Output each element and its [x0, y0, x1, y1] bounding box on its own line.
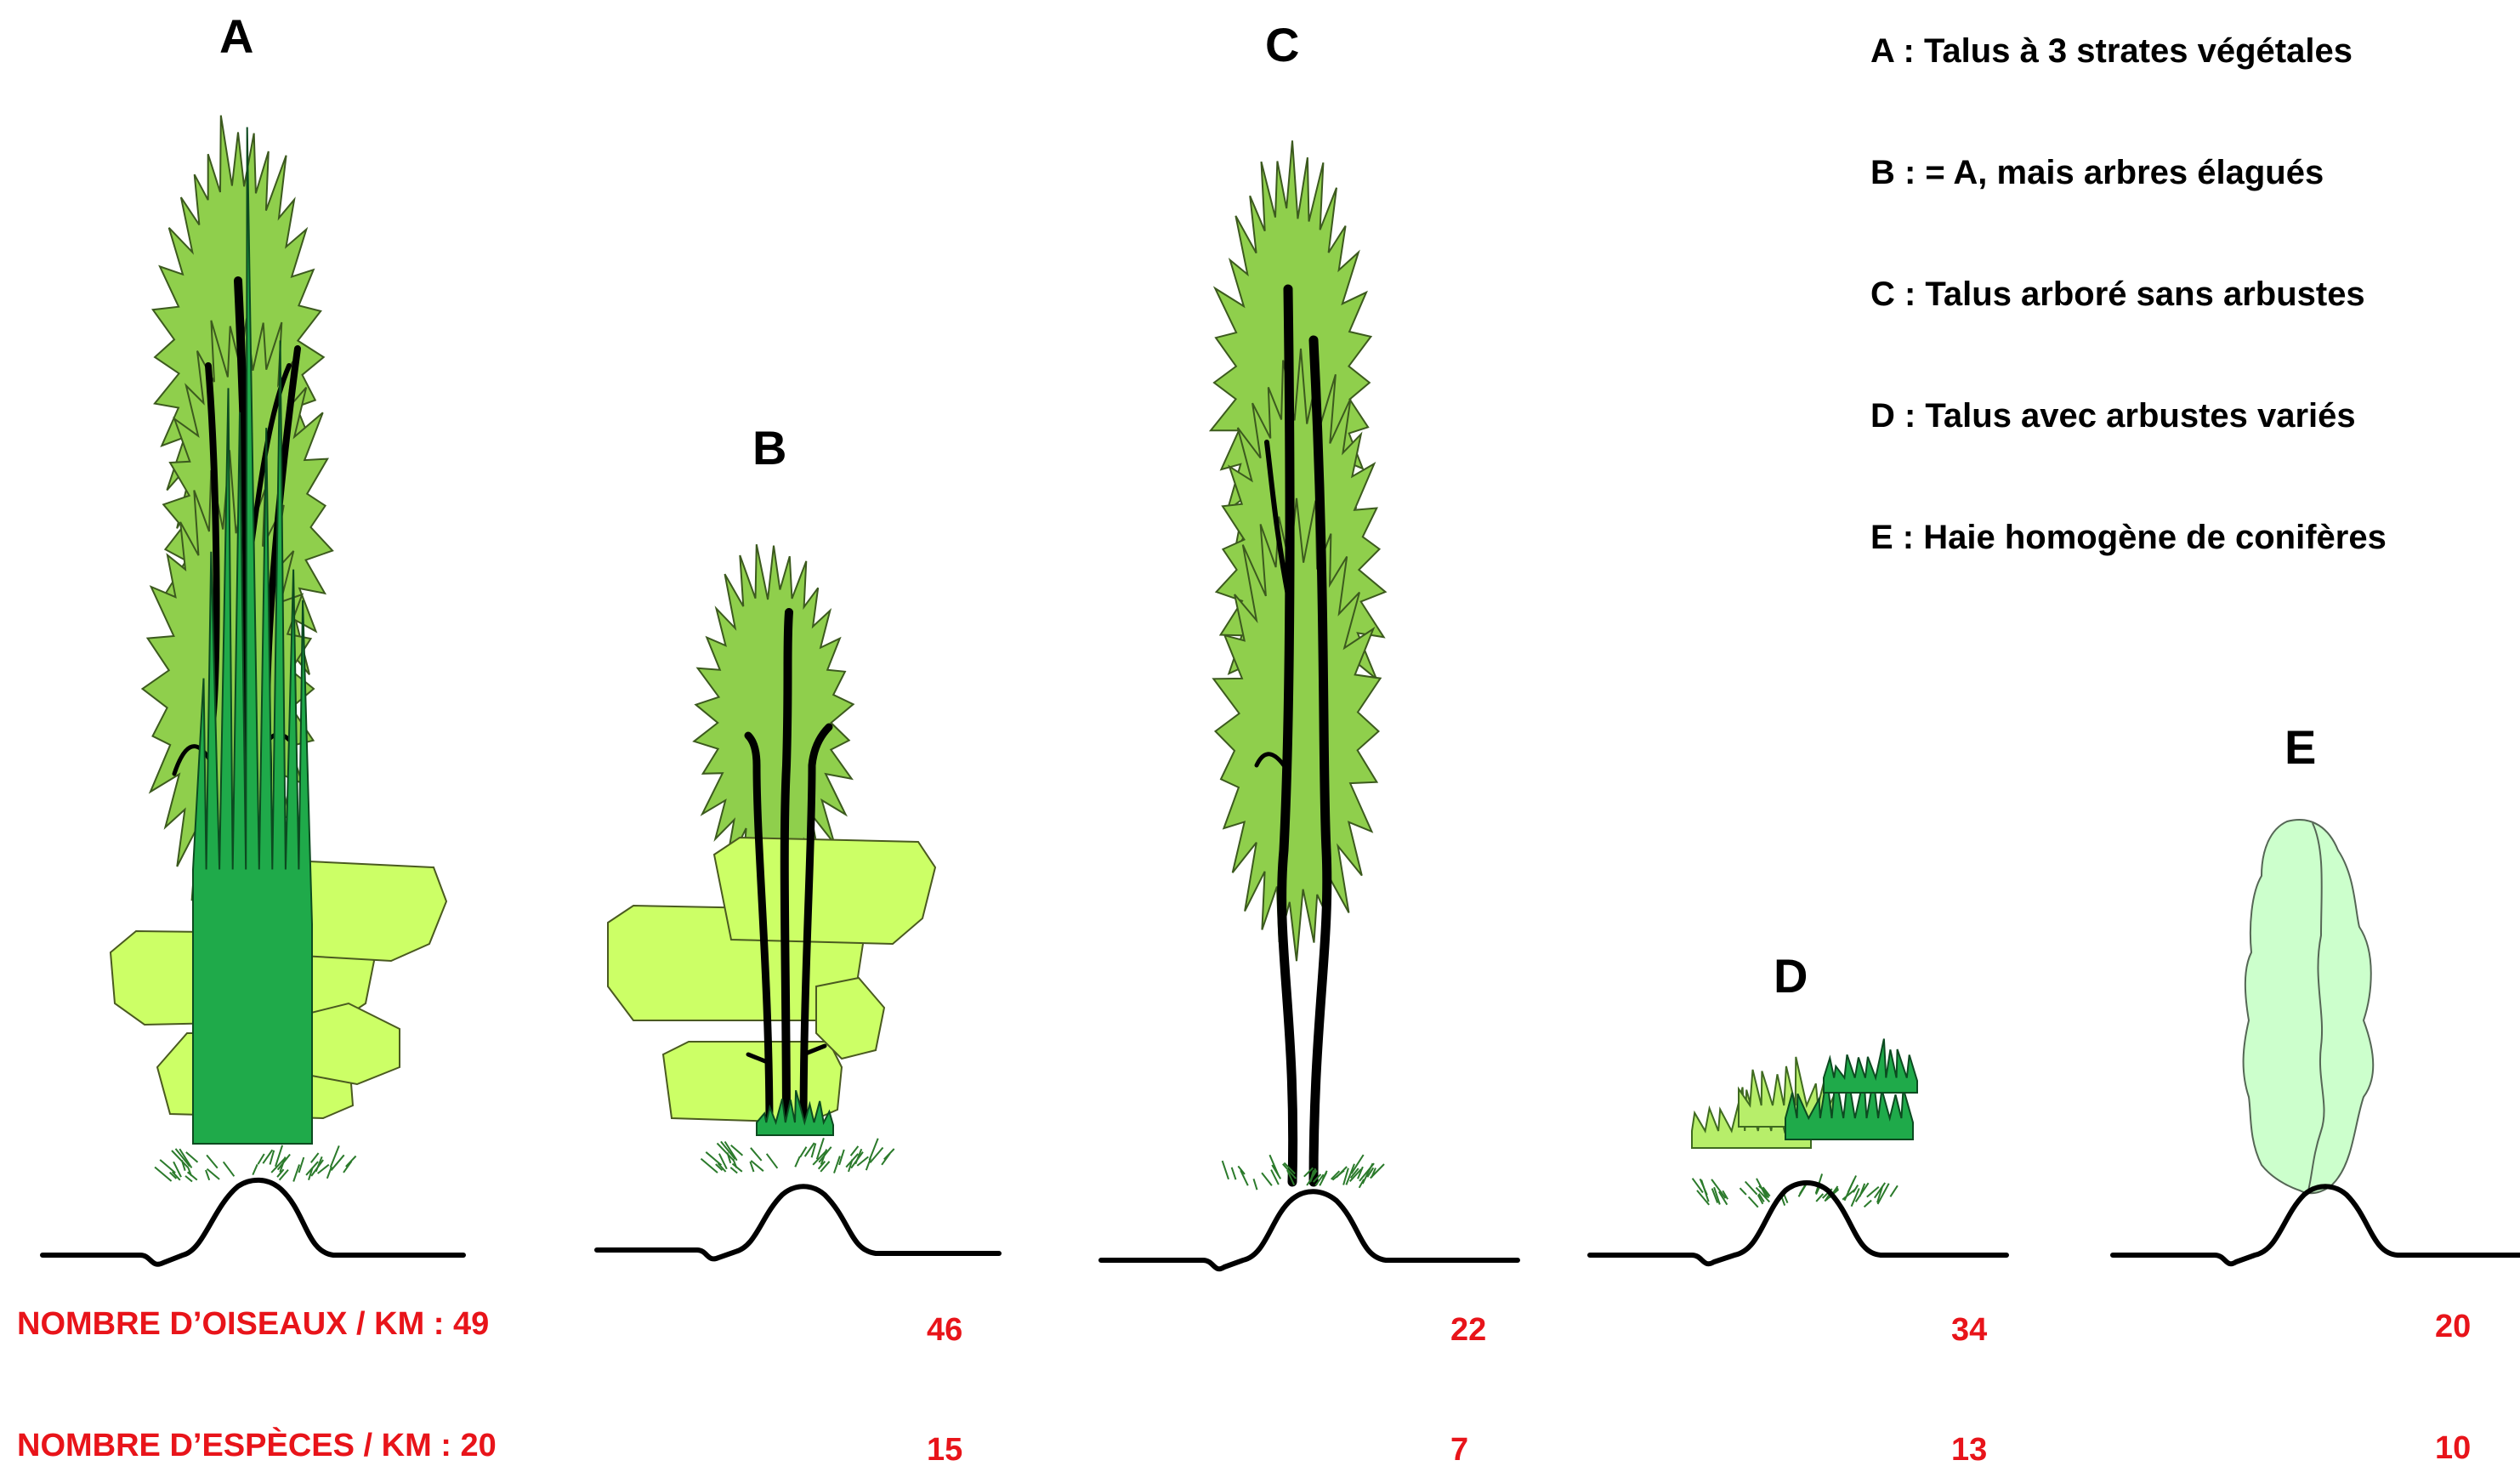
grass-blade	[1890, 1185, 1898, 1196]
stats-birds-row: NOMBRE D’OISEAUX / KM : 49 46 22 34 20	[17, 1306, 2471, 1348]
legend-entry-c: C : Talus arboré sans arbustes	[1870, 276, 2365, 313]
grass-blade	[1269, 1155, 1278, 1175]
birds-row-label: NOMBRE D’OISEAUX / KM : 49	[17, 1306, 489, 1342]
panel-c-grass	[1223, 1155, 1384, 1190]
panel-a: A	[43, 9, 463, 1264]
grass-blade	[1254, 1179, 1257, 1190]
panel-a-ground	[43, 1180, 463, 1264]
grass-blade	[1845, 1179, 1854, 1201]
panel-e-species-value: 10	[2435, 1430, 2471, 1466]
panel-b-species-value: 15	[927, 1432, 962, 1466]
panel-e-ground	[2113, 1186, 2520, 1264]
panel-d: D	[1590, 949, 2006, 1264]
panel-b-birds-value: 46	[927, 1312, 962, 1348]
legend-entry-d: D : Talus avec arbustes variés	[1870, 397, 2356, 435]
grass-blade	[346, 1156, 356, 1167]
grass-blade	[1749, 1197, 1758, 1207]
panel-d-grass	[1693, 1173, 1898, 1207]
grass-blade	[331, 1145, 339, 1167]
legend-entry-b: B : = A, mais arbres élagués	[1870, 154, 2324, 191]
species-row-label: NOMBRE D’ESPÈCES / KM : 20	[17, 1426, 497, 1463]
panel-e: E	[2113, 720, 2520, 1264]
panel-d-species-value: 13	[1951, 1432, 1987, 1466]
grass-blade	[1784, 1195, 1787, 1203]
panel-a-letter: A	[219, 9, 253, 63]
grass-blade	[795, 1156, 799, 1167]
panel-b-letter: B	[752, 421, 786, 474]
grass-blade	[224, 1162, 235, 1176]
panel-d-birds-value: 34	[1951, 1312, 1987, 1348]
grass-blade	[1262, 1173, 1272, 1185]
panel-c: C	[1101, 18, 1518, 1269]
panel-e-conifer	[2244, 820, 2374, 1193]
grass-blade	[206, 1170, 209, 1180]
grass-blade	[1740, 1188, 1746, 1195]
panel-b-trunk	[785, 612, 789, 1131]
panel-e-letter: E	[2284, 720, 2316, 774]
grass-blade	[327, 1167, 332, 1179]
grass-blade	[870, 1139, 878, 1160]
panel-c-birds-value: 22	[1450, 1312, 1486, 1348]
grass-blade	[767, 1154, 778, 1168]
panel-c-species-value: 7	[1450, 1432, 1468, 1466]
grass-blade	[1745, 1182, 1757, 1195]
stats-species-row: NOMBRE D’ESPÈCES / KM : 20 15 7 13 10	[17, 1426, 2471, 1466]
legend-entry-e: E : Haie homogène de conifères	[1870, 519, 2387, 556]
panel-c-ground	[1101, 1191, 1518, 1269]
grass-blade	[1232, 1168, 1236, 1179]
panel-d-ground	[1590, 1183, 2006, 1264]
grass-blade	[155, 1168, 172, 1182]
panel-b-ground	[597, 1186, 999, 1259]
panel-a-grass	[155, 1145, 356, 1182]
legend: A : Talus à 3 strates végétales B : = A,…	[1870, 32, 2387, 556]
grass-blade	[207, 1155, 218, 1168]
grass-blade	[293, 1165, 299, 1182]
legend-entry-a: A : Talus à 3 strates végétales	[1870, 32, 2353, 70]
grass-blade	[1711, 1179, 1725, 1198]
panel-b-bush	[714, 838, 935, 944]
grass-blade	[1816, 1194, 1823, 1202]
grass-blade	[1363, 1163, 1373, 1184]
panel-b: B	[597, 421, 999, 1259]
grass-blade	[884, 1149, 894, 1159]
panel-d-shrub	[1824, 1039, 1917, 1093]
panel-b-grass	[701, 1138, 894, 1173]
grass-blade	[278, 1155, 290, 1170]
grass-blade	[185, 1176, 192, 1182]
grass-blade	[730, 1168, 737, 1173]
grass-blade	[1223, 1161, 1229, 1179]
panel-b-bush	[663, 1042, 842, 1122]
grass-blade	[1864, 1201, 1872, 1207]
grass-blade	[160, 1160, 175, 1173]
grass-blade	[866, 1158, 871, 1170]
panel-c-letter: C	[1265, 18, 1299, 71]
grass-blade	[253, 1164, 257, 1174]
panel-d-letter: D	[1774, 949, 1808, 1003]
grass-blade	[751, 1148, 762, 1161]
panel-e-birds-value: 20	[2435, 1309, 2471, 1344]
